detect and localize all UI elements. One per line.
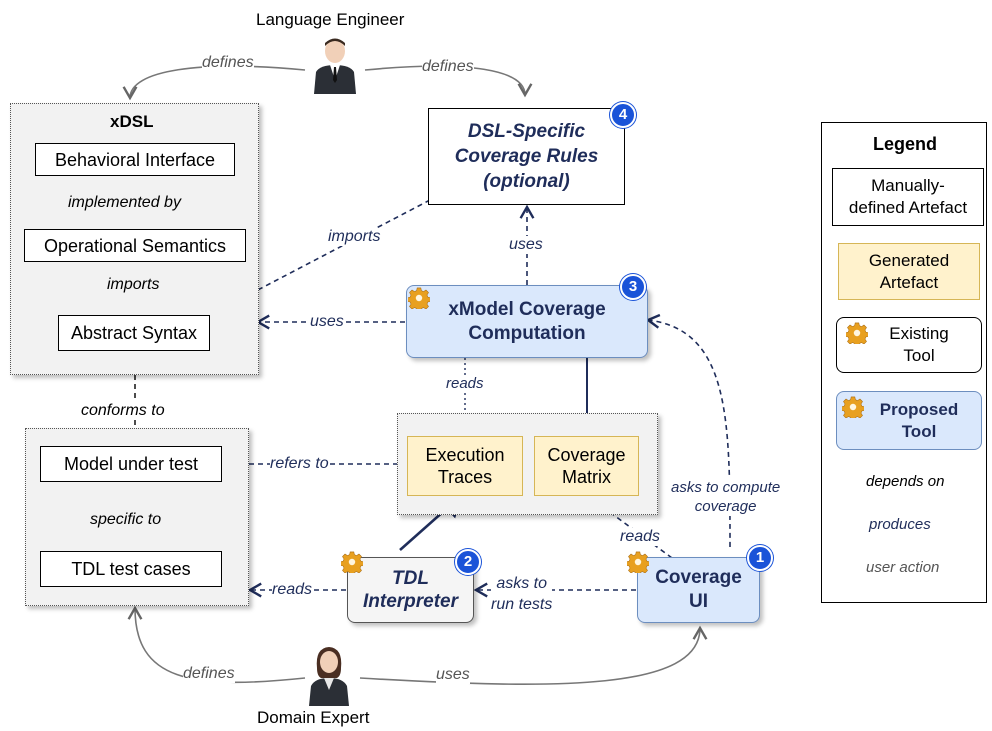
operational-semantics-box: Operational Semantics bbox=[24, 229, 246, 262]
execution-traces-box: Execution Traces bbox=[407, 436, 523, 496]
uses-syntax-label: uses bbox=[310, 313, 344, 331]
gear-icon bbox=[846, 322, 868, 344]
legend-generated-line1: Generated bbox=[868, 250, 950, 270]
coverage-rules-line1: DSL-Specific bbox=[467, 121, 586, 142]
asks-run-label: asks to run tests bbox=[491, 573, 553, 615]
language-engineer-label: Language Engineer bbox=[256, 10, 405, 29]
gear-icon bbox=[842, 396, 864, 418]
refers-to-label: refers to bbox=[270, 455, 329, 473]
coverage-rules-line3: (optional) bbox=[483, 171, 570, 192]
uses-rules-label: uses bbox=[509, 236, 543, 254]
implemented-by-label: implemented by bbox=[68, 194, 181, 212]
legend-manual-line2: defined Artefact bbox=[848, 198, 968, 217]
legend-generated: Generated Artefact bbox=[838, 243, 980, 300]
conforms-to-label: conforms to bbox=[81, 402, 165, 420]
tdl-interpreter-line1: TDL bbox=[392, 568, 429, 589]
uses-bottom-label: uses bbox=[436, 666, 470, 684]
coverage-matrix-line2: Matrix bbox=[562, 467, 611, 487]
gear-icon bbox=[408, 287, 430, 309]
edge-defines-tests bbox=[127, 605, 306, 684]
legend-manual: Manually- defined Artefact bbox=[832, 168, 984, 226]
behavioral-interface-box: Behavioral Interface bbox=[35, 143, 235, 176]
coverage-ui-line1: Coverage bbox=[655, 567, 742, 588]
execution-traces-line2: Traces bbox=[437, 467, 493, 487]
asks-compute-line2: coverage bbox=[694, 498, 757, 515]
imports-label: imports bbox=[328, 228, 381, 246]
domain-expert-label: Domain Expert bbox=[257, 708, 370, 727]
badge-1: 1 bbox=[747, 545, 773, 571]
coverage-matrix-line1: Coverage bbox=[547, 445, 626, 465]
asks-run-line1: asks to bbox=[496, 575, 548, 592]
asks-run-line2: run tests bbox=[491, 596, 553, 613]
legend-produces-label: produces bbox=[869, 516, 931, 534]
legend-proposed-line2: Tool bbox=[901, 421, 937, 441]
badge-2: 2 bbox=[455, 549, 481, 575]
defines-bottom-label: defines bbox=[183, 665, 235, 683]
coverage-computation-line1: xModel Coverage bbox=[448, 298, 606, 320]
specific-to-label: specific to bbox=[90, 511, 162, 529]
edge-defines-rules bbox=[364, 65, 533, 98]
edge-uses-ui bbox=[359, 625, 708, 685]
model-under-test-box: Model under test bbox=[40, 446, 222, 482]
asks-compute-line1: asks to compute bbox=[671, 479, 781, 496]
xdsl-imports-label: imports bbox=[107, 276, 160, 294]
coverage-rules-line2: Coverage Rules bbox=[454, 146, 599, 167]
asks-compute-label: asks to compute coverage bbox=[671, 478, 781, 516]
reads-tdl-label: reads bbox=[272, 581, 313, 599]
legend-user-action-label: user action bbox=[866, 559, 940, 577]
defines-right-label: defines bbox=[422, 58, 474, 76]
tdl-test-cases-box: TDL test cases bbox=[40, 551, 222, 587]
legend-generated-line2: Artefact bbox=[879, 272, 939, 292]
domain-expert-icon bbox=[309, 647, 349, 706]
tdl-interpreter-line2: Interpreter bbox=[362, 591, 459, 612]
abstract-syntax-box: Abstract Syntax bbox=[58, 315, 210, 351]
xdsl-title: xDSL bbox=[110, 112, 154, 131]
gear-icon bbox=[627, 551, 649, 573]
legend-proposed-line1: Proposed bbox=[879, 399, 959, 419]
gear-icon bbox=[341, 551, 363, 573]
legend-manual-line1: Manually- bbox=[871, 176, 945, 195]
edge-defines-xdsl bbox=[122, 65, 306, 101]
legend-title: Legend bbox=[873, 134, 938, 154]
reads-matrix-label: reads bbox=[620, 528, 661, 546]
coverage-matrix-box: Coverage Matrix bbox=[534, 436, 639, 496]
legend-depends-label: depends on bbox=[866, 473, 945, 491]
language-engineer-icon bbox=[314, 38, 356, 94]
execution-traces-line1: Execution bbox=[425, 445, 505, 465]
legend-existing-line1: Existing bbox=[889, 324, 949, 343]
coverage-computation-line2: Computation bbox=[468, 322, 586, 344]
coverage-rules-box: DSL-Specific Coverage Rules (optional) bbox=[428, 108, 625, 205]
coverage-computation-tool: xModel Coverage Computation bbox=[406, 285, 648, 358]
defines-left-label: defines bbox=[202, 54, 254, 72]
coverage-ui-line2: UI bbox=[689, 591, 708, 612]
coverage-ui-tool: Coverage UI bbox=[637, 557, 760, 623]
badge-3: 3 bbox=[620, 274, 646, 300]
tdl-interpreter-tool: TDL Interpreter bbox=[347, 557, 474, 623]
legend-existing-line2: Tool bbox=[903, 346, 935, 365]
badge-4: 4 bbox=[610, 102, 636, 128]
reads-traces-label: reads bbox=[446, 375, 484, 393]
